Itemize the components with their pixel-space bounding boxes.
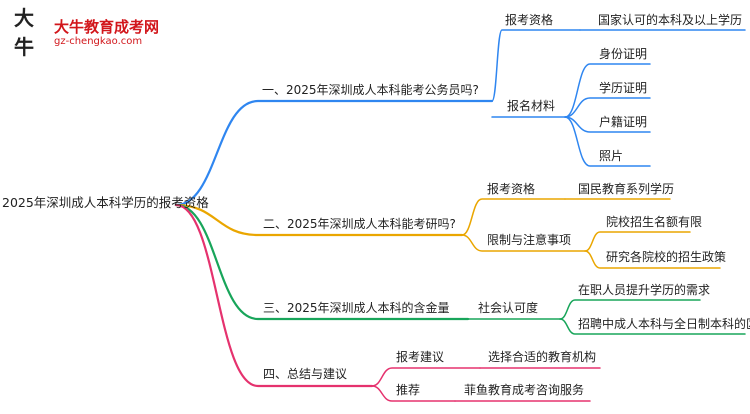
branch-4-sub-1-connector: [371, 367, 481, 387]
branch-2-sub-1-connector: [461, 198, 566, 236]
branch-1-sub-2-label: 报名材料: [507, 99, 556, 113]
branch-1-sub-2-leaf-2: 学历证明: [599, 81, 648, 95]
branch-1-connector: [174, 99, 494, 207]
branch-4-label: 四、总结与建议: [263, 367, 348, 381]
branch-1-sub-2-leaf-4: 照片: [599, 149, 624, 163]
branch-4-sub-1-leaf-1: 选择合适的教育机构: [488, 350, 597, 364]
branch-1-sub-2-leaf-1: 身份证明: [599, 47, 648, 61]
branch-3-sub-1-leaf-1: 在职人员提升学历的需求: [578, 283, 711, 297]
branch-1-sub-1-leaf-1: 国家认可的本科及以上学历: [598, 13, 743, 27]
branch-3-label: 三、2025年深圳成人本科的含金量: [263, 301, 450, 315]
branch-1-sub-2-leaf-3: 户籍证明: [599, 115, 648, 129]
logo-title: 大牛教育成考网: [54, 18, 160, 36]
branch-4-sub-2-label: 推荐: [396, 383, 421, 397]
branch-4-sub-1-label: 报考建议: [396, 350, 445, 364]
branch-4-sub-2-connector: [371, 385, 456, 402]
branch-1-sub-1-label: 报考资格: [505, 13, 554, 27]
branch-2-sub-2-leaf-1-connector: [584, 231, 691, 252]
logo-url: gz-chengkao.com: [54, 36, 143, 47]
branch-1-sub-2-leaf-4-connector: [564, 116, 651, 167]
branch-3-connector: [174, 203, 470, 321]
branch-3-sub-1-leaf-1-connector: [559, 299, 701, 320]
branch-2-label: 二、2025年深圳成人本科能考研吗?: [263, 217, 456, 231]
branch-2-sub-2-label: 限制与注意事项: [487, 233, 572, 247]
branch-2-connector: [174, 203, 464, 237]
branch-1-sub-2-leaf-2-connector: [564, 97, 651, 118]
branch-2-sub-2-leaf-2: 研究各院校的招生政策: [606, 250, 727, 264]
mindmap-root: 2025年深圳成人本科学历的报考资格: [2, 195, 209, 210]
branch-3-sub-1-leaf-2: 招聘中成人本科与全日制本科的区分: [578, 317, 750, 331]
branch-1-sub-2-leaf-1-connector: [564, 63, 651, 118]
branch-1-label: 一、2025年深圳成人本科能考公务员吗?: [262, 83, 479, 97]
branch-2-sub-1-label: 报考资格: [487, 182, 536, 196]
branch-2-sub-2-leaf-1: 院校招生名额有限: [606, 215, 703, 229]
branch-4-connector: [174, 203, 374, 388]
branch-2-sub-2-connector: [461, 234, 586, 252]
branch-3-sub-1-leaf-2-connector: [559, 318, 746, 335]
branch-2-sub-1-leaf-1: 国民教育系列学历: [578, 182, 675, 196]
branch-3-sub-1-label: 社会认可度: [478, 301, 539, 315]
branch-1-sub-1-connector: [491, 29, 581, 102]
branch-2-sub-2-leaf-2-connector: [584, 250, 721, 269]
branch-4-sub-2-leaf-1: 菲鱼教育成考咨询服务: [464, 383, 585, 397]
